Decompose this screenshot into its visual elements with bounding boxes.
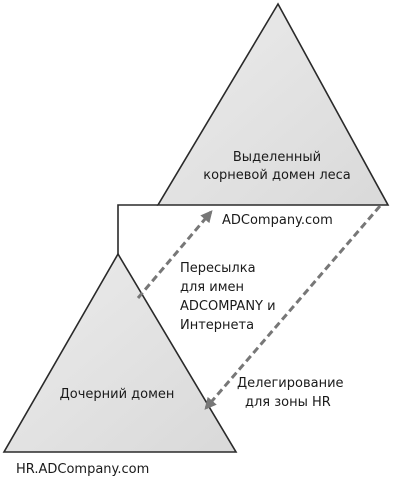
delegation-label-line2: для зоны HR	[245, 395, 331, 410]
root-domain-caption-line2: корневой домен леса	[203, 168, 351, 183]
forwarding-label-line4: Интернета	[180, 318, 254, 333]
root-domain-name: ADCompany.com	[222, 213, 333, 228]
child-domain-triangle	[2, 252, 238, 453]
delegation-label-line1: Делегирование	[237, 376, 344, 391]
child-domain-caption: Дочерний домен	[60, 387, 175, 402]
forwarding-arrow	[136, 210, 213, 299]
child-domain-name: HR.ADCompany.com	[16, 462, 149, 477]
forwarding-label-line3: ADCOMPANY и	[180, 299, 276, 314]
forwarding-label-line2: для имен	[180, 280, 244, 295]
parent-child-connector	[117, 204, 158, 254]
forwarding-label-line1: Пересылка	[180, 261, 256, 276]
root-domain-caption-line1: Выделенный	[233, 150, 321, 165]
root-domain-triangle	[156, 2, 390, 206]
delegation-arrow	[204, 205, 382, 410]
